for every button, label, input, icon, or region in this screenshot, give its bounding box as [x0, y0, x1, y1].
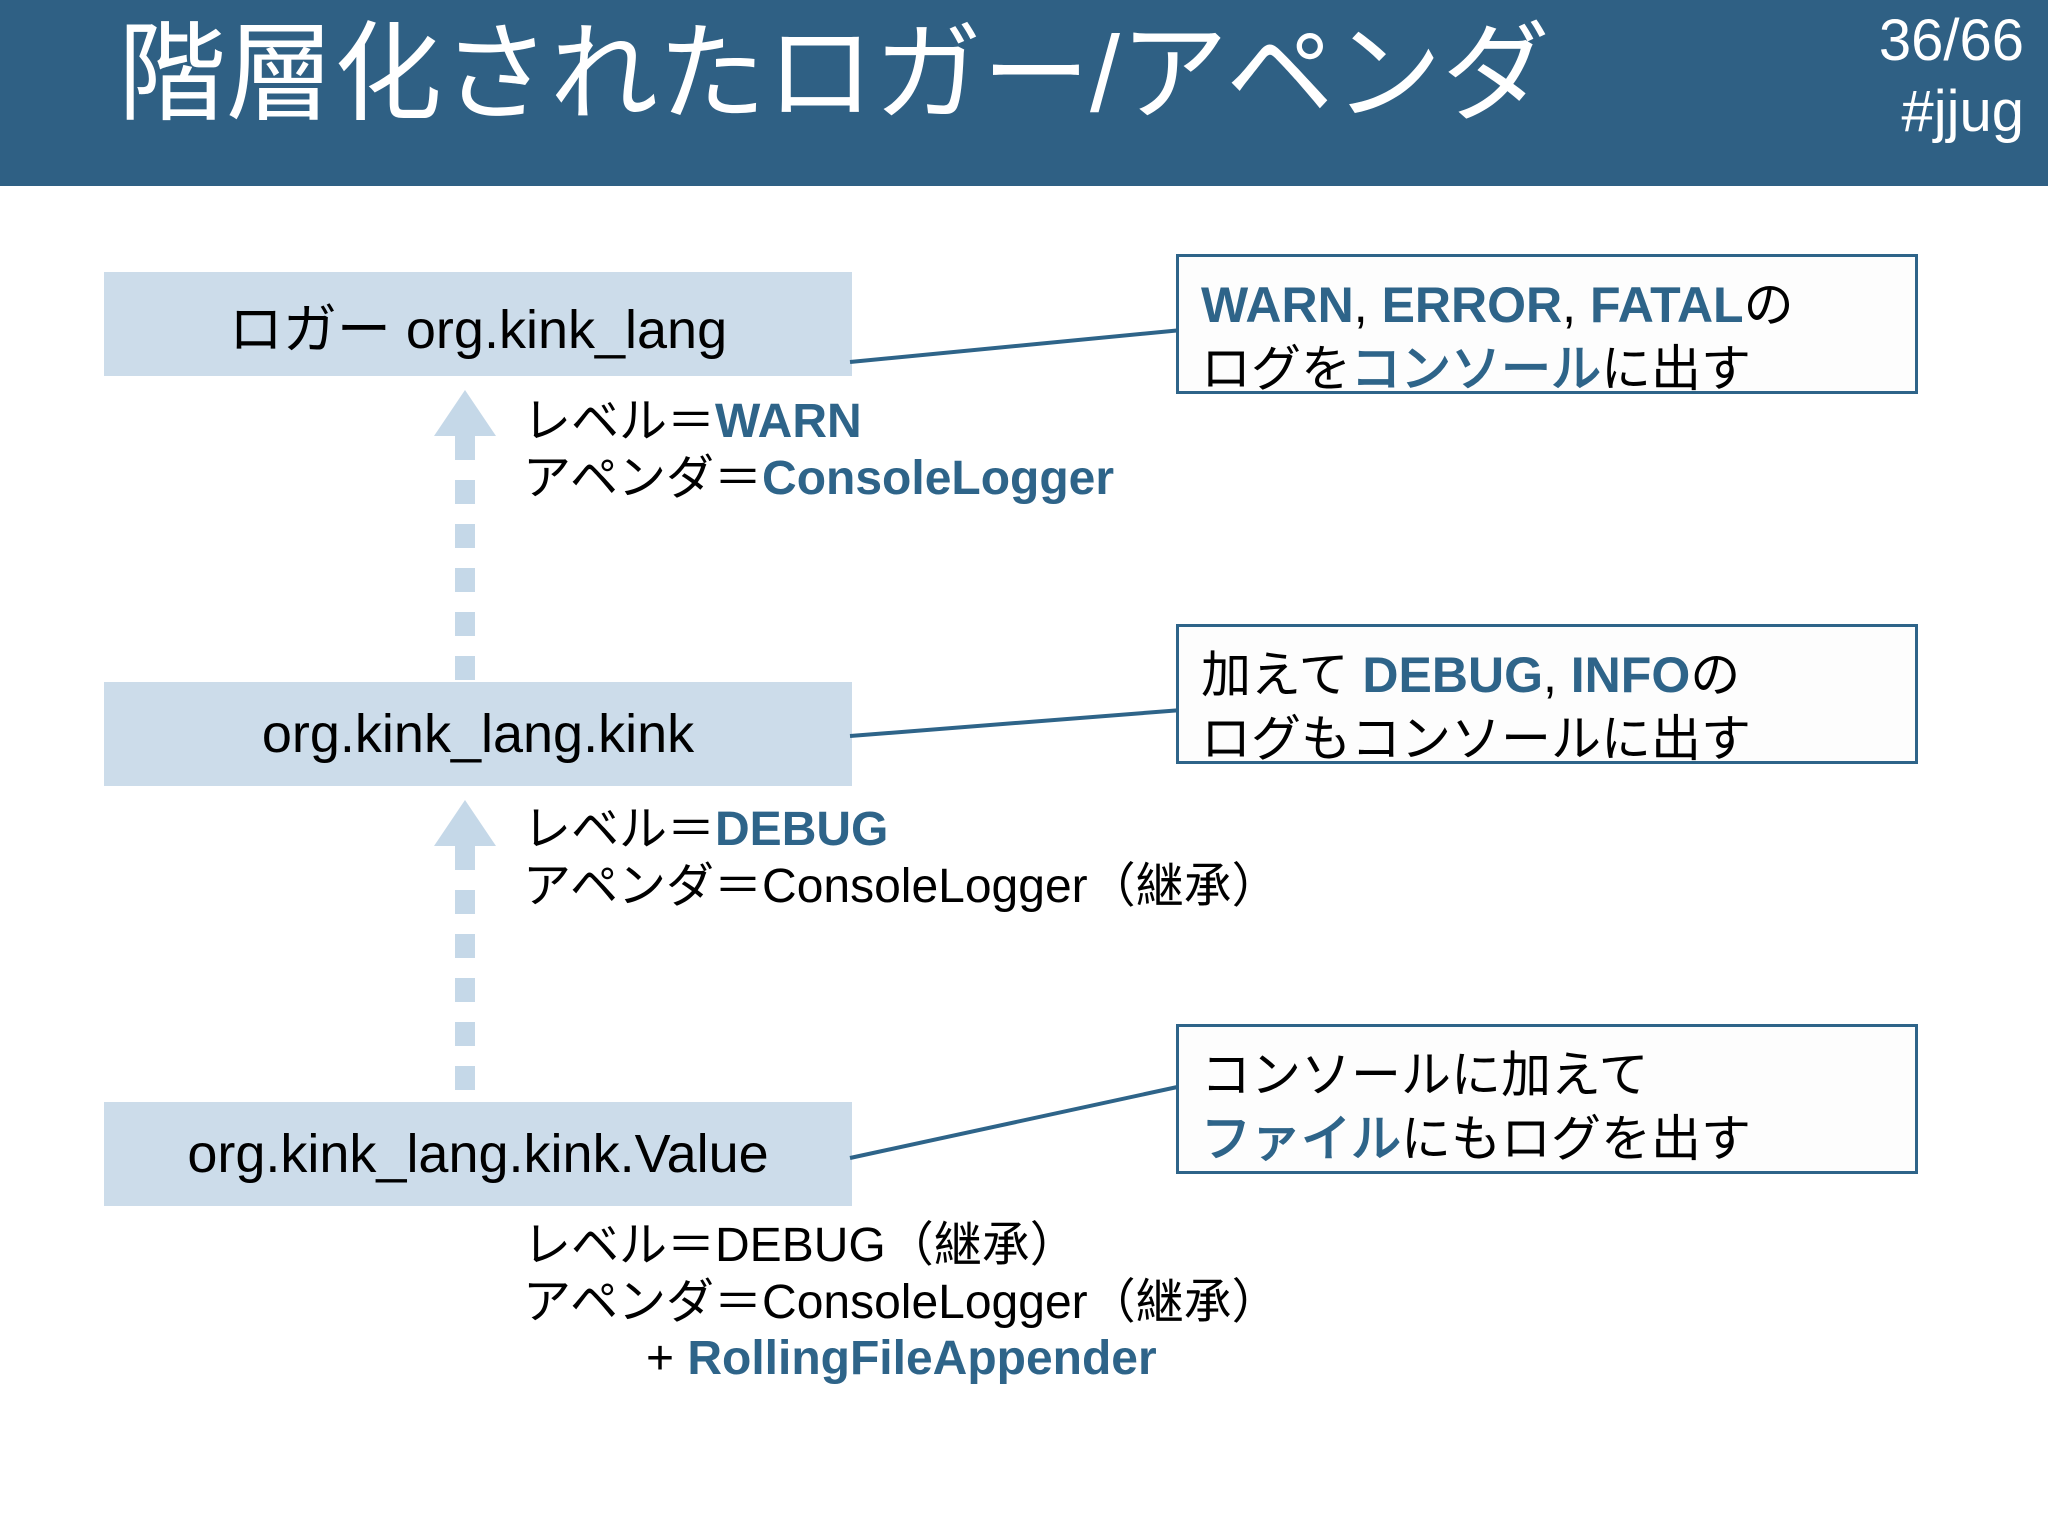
logger-box-label: ロガー org.kink_lang	[228, 299, 728, 360]
config-appender-line: アペンダ＝ConsoleLogger（継承）	[523, 1275, 1280, 1332]
config-level-value: DEBUG	[715, 803, 889, 856]
callout-line-1: 加えて DEBUG, INFOの	[1201, 643, 1893, 707]
config-level-label: レベル＝	[523, 803, 716, 856]
slide-header	[0, 0, 2048, 186]
config-appender-value: ConsoleLogger	[762, 859, 1088, 913]
logger-box-label: org.kink_lang.kink.Value	[187, 1124, 769, 1184]
config-appender-label: アペンダ＝	[523, 451, 763, 505]
callout-token: ERROR	[1381, 277, 1563, 333]
arrow-shaft-icon	[455, 436, 475, 682]
inherit-arrow-up-icon	[434, 390, 496, 682]
callout-token: に出す	[1601, 341, 1751, 397]
inherit-arrow-up-icon	[434, 800, 496, 1102]
callout-token: ログもコンソールに出す	[1201, 711, 1751, 767]
config-level-line: レベル＝DEBUG	[523, 802, 1280, 859]
callout-line-2: ログもコンソールに出す	[1201, 707, 1893, 771]
callout-token: ログを	[1201, 341, 1351, 397]
page-number: 36/66	[1878, 8, 2024, 73]
config-appender-label: アペンダ＝	[523, 859, 763, 913]
logger-box-kink: org.kink_lang.kink	[104, 682, 852, 786]
config-level-label: レベル＝	[523, 1219, 716, 1272]
connector-line-root	[848, 290, 1184, 370]
arrow-head-icon	[434, 800, 496, 846]
config-level-line: レベル＝WARN	[523, 394, 1114, 451]
config-level-value: WARN	[715, 395, 862, 448]
logger-config-value: レベル＝DEBUG（継承） アペンダ＝ConsoleLogger（継承） + R…	[523, 1218, 1280, 1388]
callout-token: の	[1743, 277, 1794, 333]
callout-token: ,	[1542, 647, 1571, 703]
config-extra-prefix: +	[645, 1332, 688, 1386]
callout-line-1: WARN, ERROR, FATALの	[1201, 273, 1893, 337]
config-appender-value: ConsoleLogger	[762, 451, 1115, 505]
callout-token: 加えて	[1201, 647, 1363, 703]
callout-line-2: ファイルにもログを出す	[1201, 1107, 1893, 1171]
callout-token: WARN	[1201, 277, 1354, 333]
callout-value: コンソールに加えて ファイルにもログを出す	[1176, 1024, 1918, 1174]
callout-token: FATAL	[1589, 277, 1744, 333]
connector-svg	[849, 708, 1183, 738]
config-extra-value: RollingFileAppender	[687, 1332, 1157, 1386]
callout-token: DEBUG	[1362, 647, 1543, 703]
logger-box-label: org.kink_lang.kink	[261, 704, 695, 764]
callout-kink: 加えて DEBUG, INFOの ログもコンソールに出す	[1176, 624, 1918, 767]
callout-token: コンソール	[1351, 341, 1601, 397]
callout-token: INFO	[1570, 647, 1691, 703]
callout-line-1: コンソールに加えて	[1201, 1043, 1893, 1107]
logger-config-root: レベル＝WARN アペンダ＝ConsoleLogger	[523, 394, 1114, 507]
callout-token: ファイル	[1201, 1111, 1401, 1167]
config-appender-line: アペンダ＝ConsoleLogger（継承）	[523, 859, 1280, 916]
config-extra-appender-line: + RollingFileAppender	[523, 1331, 1280, 1388]
connector-svg	[849, 1084, 1183, 1160]
logger-config-kink: レベル＝DEBUG アペンダ＝ConsoleLogger（継承）	[523, 802, 1280, 915]
callout-line-2: ログをコンソールに出す	[1201, 337, 1893, 401]
callout-token: ,	[1562, 277, 1590, 333]
callout-token: の	[1690, 647, 1741, 703]
connector-line-kink	[848, 700, 1184, 746]
config-level-label: レベル＝	[523, 395, 716, 448]
config-level-suffix: （継承）	[885, 1219, 1078, 1272]
config-appender-line: アペンダ＝ConsoleLogger	[523, 451, 1114, 508]
callout-root: WARN, ERROR, FATALの ログをコンソールに出す	[1176, 254, 1918, 397]
config-level-value: DEBUG	[715, 1219, 886, 1272]
config-appender-label: アペンダ＝	[523, 1275, 763, 1329]
connector-line-value	[848, 1078, 1184, 1164]
page-counter: 36/66 #jjug	[1879, 6, 2024, 148]
callout-token: にもログを出す	[1401, 1111, 1751, 1167]
config-appender-value: ConsoleLogger	[762, 1275, 1088, 1329]
arrow-head-icon	[434, 390, 496, 436]
arrow-shaft-icon	[455, 846, 475, 1102]
hashtag: #jjug	[1901, 78, 2024, 144]
config-appender-suffix: （継承）	[1087, 859, 1280, 913]
logger-box-value: org.kink_lang.kink.Value	[104, 1102, 852, 1206]
callout-token: ,	[1353, 277, 1382, 333]
config-level-line: レベル＝DEBUG（継承）	[523, 1218, 1280, 1275]
callout-token: コンソールに加えて	[1201, 1047, 1649, 1103]
config-appender-suffix: （継承）	[1087, 1275, 1280, 1329]
connector-svg	[849, 328, 1183, 364]
logger-box-root: ロガー org.kink_lang	[104, 272, 852, 376]
page-title: 階層化されたロガー/アペンダ	[118, 13, 1550, 134]
